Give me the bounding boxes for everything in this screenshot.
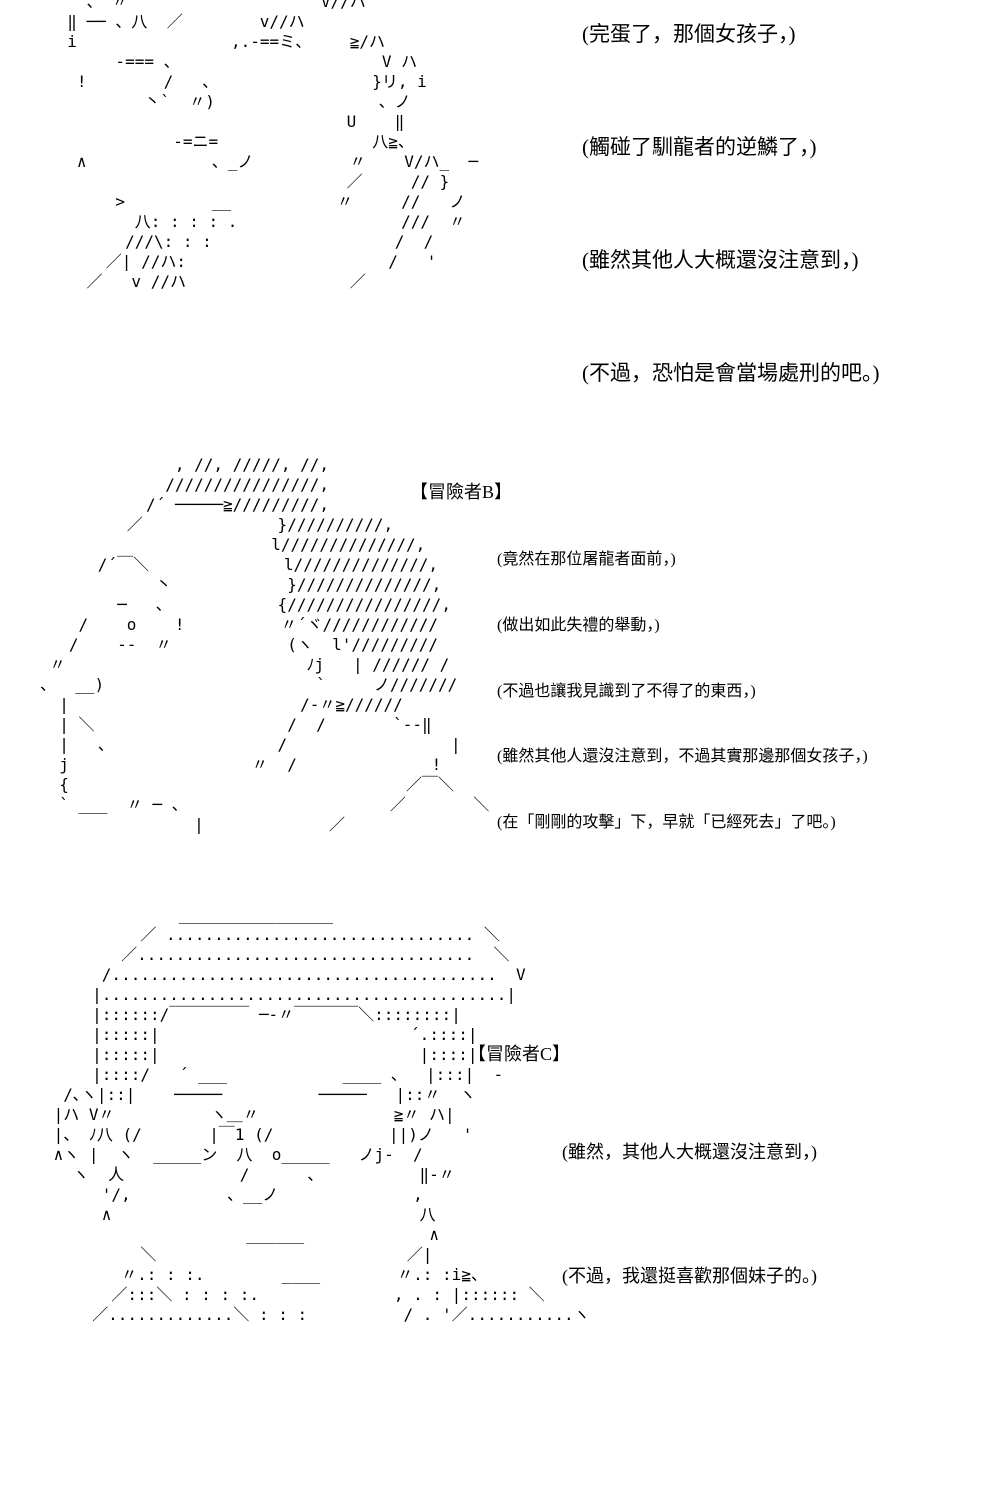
speaker-label: 【冒險者C】	[468, 1044, 571, 1064]
thought-line: (完蛋了，那個女孩子，)	[582, 22, 796, 46]
thought-line: (在「剛剛的攻擊」下，早就「已經死去」了吧。)	[497, 814, 836, 831]
thought-line: (不過，我還挺喜歡那個妹子的。)	[562, 1266, 817, 1286]
ascii-art-adventurer-b: , //, /////, //, ////////////////, /´ ──…	[40, 455, 490, 834]
thought-line: (雖然其他人大概還沒注意到，)	[582, 248, 859, 272]
speaker-label: 【冒險者B】	[410, 482, 513, 502]
ascii-art-adventurer-c: ________________ ／ .....................…	[53, 905, 590, 1324]
thought-line: (雖然，其他人大概還沒注意到，)	[562, 1142, 817, 1162]
thought-line: (觸碰了馴龍者的逆鱗了，)	[582, 135, 817, 159]
thought-line: (雖然其他人還沒注意到，不過其實那邊那個女孩子，)	[497, 748, 868, 765]
thought-line: (竟然在那位屠龍者面前，)	[497, 551, 676, 568]
ascii-art-dragon-tamer: 、 〃 V//ハ ‖ ── 、八 ／ v//ハ i ,.-==ミ、 ≧/ハ -=…	[67, 0, 479, 291]
thought-line: (不過，恐怕是會當場處刑的吧。)	[582, 361, 880, 385]
thought-line: (做出如此失禮的舉動，)	[497, 617, 660, 634]
thought-line: (不過也讓我見識到了不得了的東西，)	[497, 683, 756, 700]
